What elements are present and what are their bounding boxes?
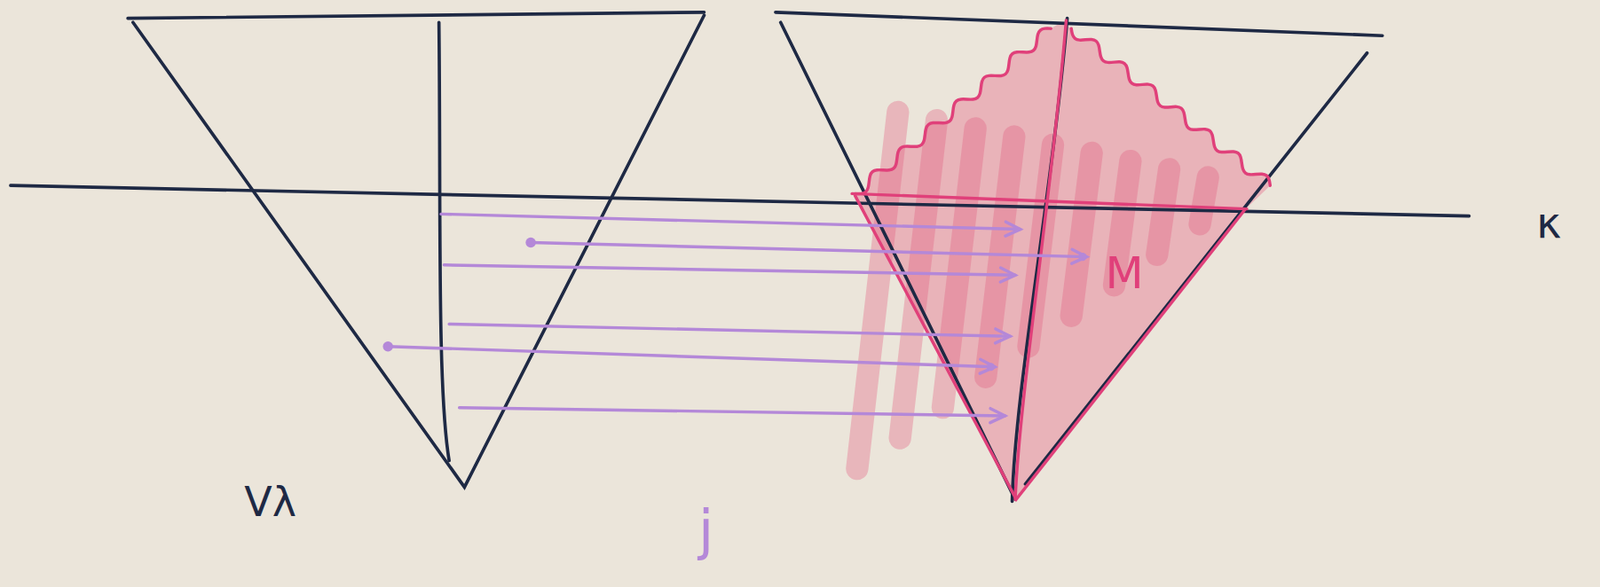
model-label: M [1105, 251, 1144, 296]
arrow-head [1000, 267, 1016, 283]
hatch-stroke [1157, 169, 1170, 256]
right-cone-right [1024, 53, 1367, 485]
model-cone [855, 196, 1246, 500]
top-line-right [775, 12, 1383, 36]
embedding-arrow [441, 213, 1021, 229]
model-outline [851, 20, 1270, 500]
model-region [855, 22, 1271, 500]
embedding-arrow [530, 243, 1087, 258]
point-dot [986, 362, 995, 371]
cone-outlines [10, 12, 1470, 503]
hatch-stroke [1199, 177, 1208, 225]
arrow-head [995, 329, 1011, 344]
arrow-head [1005, 221, 1021, 237]
embedding-arrow [449, 323, 1010, 337]
point-dot [1078, 252, 1087, 261]
hatch-stroke [1071, 152, 1092, 316]
embedding-arrow [459, 408, 1006, 417]
embedding-label: j [698, 503, 714, 559]
left-axis [439, 22, 450, 461]
arrow-head [979, 359, 995, 374]
model-fill [855, 22, 1271, 500]
wavy-edge [1071, 28, 1270, 186]
arrow-head [1071, 249, 1088, 264]
model-axis [1015, 20, 1066, 500]
embedding-arrow [443, 265, 1016, 276]
wavy-edge [855, 28, 1052, 195]
embedding-arrow [387, 346, 995, 368]
point-dot [382, 341, 393, 352]
left-cone [133, 15, 705, 488]
right-axis [1012, 18, 1068, 503]
space-label: Vλ [244, 481, 297, 523]
point-dot [525, 237, 536, 248]
embedding-arrows [382, 213, 1087, 423]
arrow-head [990, 409, 1006, 424]
hatch-stroke [985, 136, 1015, 378]
top-line [127, 12, 704, 19]
cardinal-label: κ [1536, 201, 1561, 245]
